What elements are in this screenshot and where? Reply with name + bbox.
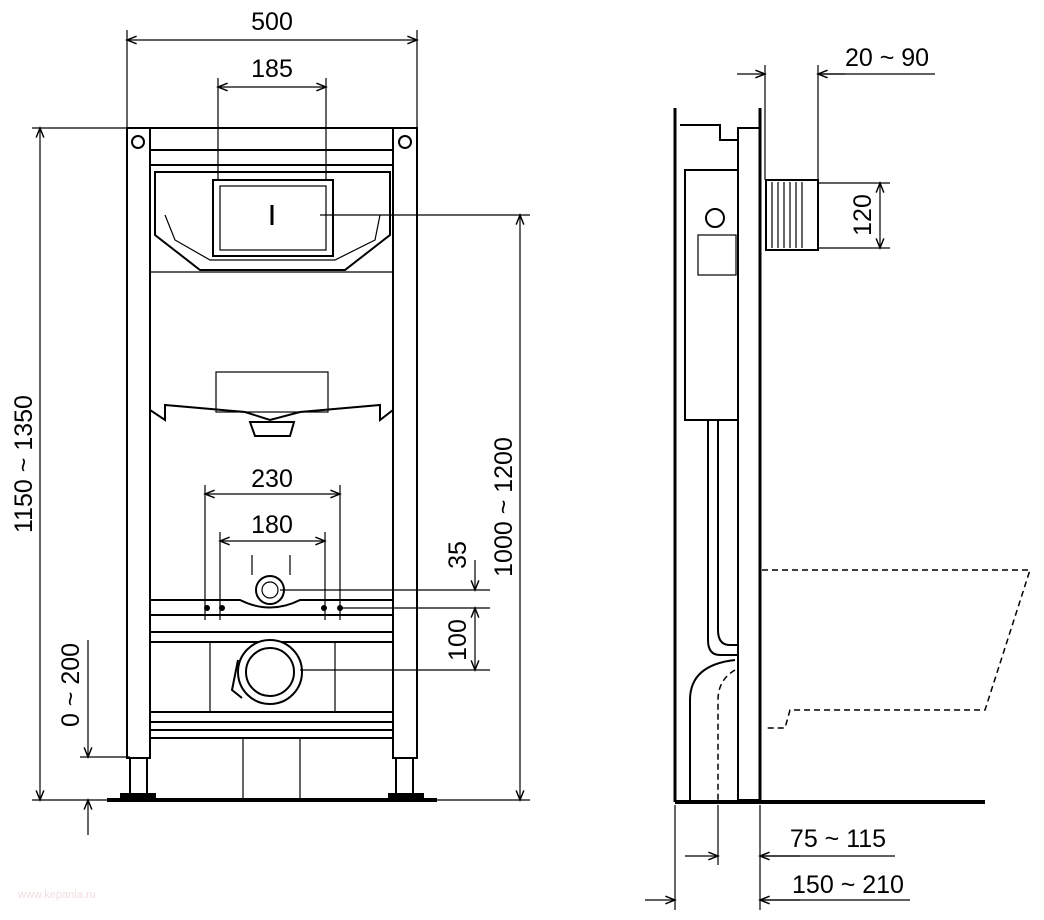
flush-pipe — [707, 420, 738, 656]
mount-hole-icon — [131, 135, 145, 149]
dim-wall-depth-inner: 75 ~ 115 — [790, 825, 886, 853]
left-foot-plate — [120, 793, 156, 799]
cistern-side — [684, 169, 739, 421]
frame-post-side — [737, 127, 761, 801]
right-post — [392, 127, 418, 759]
left-foot — [129, 757, 148, 795]
bolt-icon — [321, 605, 327, 611]
dim-plate-offset: 20 ~ 90 — [845, 44, 929, 72]
dim-inlet-height: 120 — [849, 194, 877, 236]
cistern-window — [215, 371, 329, 413]
dim-wall-depth-outer: 150 ~ 210 — [792, 871, 904, 899]
dim-bolt-spacing-inner: 180 — [251, 511, 293, 539]
drain-outlet-icon — [237, 639, 303, 705]
watermark: www.kepania.ru — [17, 889, 96, 901]
front-view: 500 185 1150 ~ 1350 1000 ~ 1200 230 180 … — [10, 8, 530, 835]
bolt-crossbar — [149, 599, 394, 616]
valve-icon — [705, 208, 725, 228]
drain-pipe-hidden — [717, 669, 736, 800]
left-post — [126, 127, 151, 759]
dim-bolt-to-inlet: 35 — [444, 541, 472, 569]
dim-frame-width: 500 — [251, 8, 293, 36]
flush-valve — [248, 421, 296, 437]
cistern-top-housing — [154, 171, 391, 271]
dim-total-height: 1150 ~ 1350 — [10, 395, 38, 533]
dim-bolt-spacing-outer: 230 — [251, 465, 293, 493]
side-view: 20 ~ 90 120 75 ~ 115 150 ~ 210 — [645, 44, 1032, 910]
dim-flush-plate-width: 185 — [251, 55, 293, 83]
mount-hole-icon — [398, 135, 412, 149]
dim-tank-height: 1000 ~ 1200 — [490, 437, 518, 577]
water-inlet-icon — [255, 575, 285, 605]
right-foot — [395, 757, 414, 795]
top-crossbar — [149, 127, 394, 151]
dim-inlet-to-outlet: 100 — [444, 619, 472, 661]
inlet-pipe — [765, 179, 819, 251]
toilet-bowl-outline — [762, 569, 1032, 729]
dim-foot-adjustment: 0 ~ 200 — [57, 643, 85, 727]
right-foot-plate — [388, 793, 424, 799]
